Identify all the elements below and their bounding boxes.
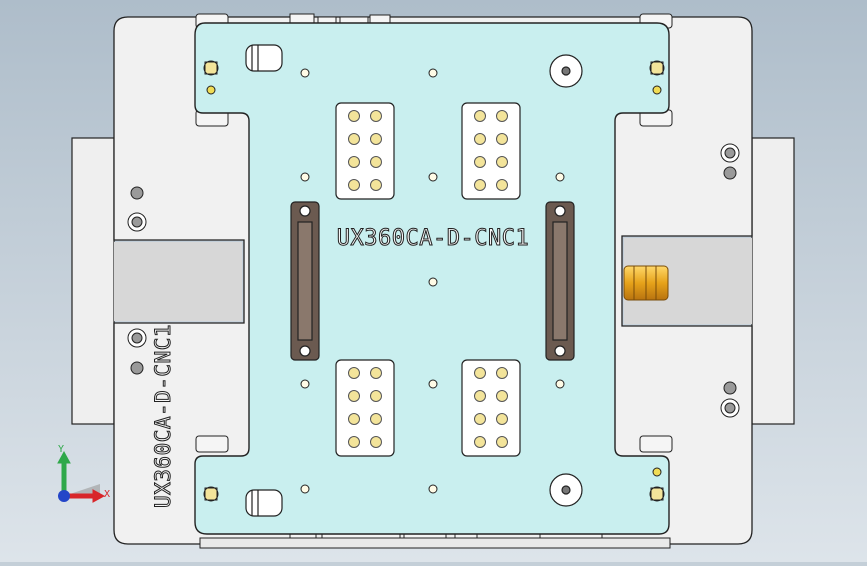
left-side-block xyxy=(71,137,115,425)
test-pin xyxy=(370,367,382,379)
plate-hole xyxy=(428,379,438,389)
test-pin xyxy=(496,390,508,402)
test-pin xyxy=(370,390,382,402)
test-pin xyxy=(348,367,360,379)
test-pin xyxy=(496,179,508,191)
test-pin xyxy=(348,133,360,145)
test-pin xyxy=(348,179,360,191)
part-number-label: UX360CA-D-CNC1 xyxy=(337,226,529,251)
right-clamp xyxy=(545,201,575,361)
pin-block xyxy=(461,102,521,200)
triad-x-label: X xyxy=(104,489,110,500)
test-pin xyxy=(474,390,486,402)
test-pin xyxy=(496,133,508,145)
plate-hole xyxy=(428,484,438,494)
coordinate-triad-icon: Y X xyxy=(57,444,110,503)
test-pin xyxy=(474,110,486,122)
test-pin xyxy=(370,156,382,168)
pin-blocks xyxy=(335,102,521,457)
plate-hole xyxy=(428,277,438,287)
gold-connector xyxy=(623,265,669,301)
test-pin xyxy=(474,367,486,379)
pin-block xyxy=(461,359,521,457)
test-pin xyxy=(348,413,360,425)
test-pin xyxy=(348,110,360,122)
test-pin xyxy=(474,133,486,145)
triad-y-label: Y xyxy=(58,444,64,455)
test-pin xyxy=(474,436,486,448)
test-pin xyxy=(370,413,382,425)
side-part-number-label: UX360CA-D-CNC1 xyxy=(151,324,175,508)
test-pin xyxy=(496,110,508,122)
plate-small-holes xyxy=(300,68,565,494)
plate-hole xyxy=(300,484,310,494)
test-pin xyxy=(474,179,486,191)
locating-bosses xyxy=(549,54,583,507)
right-side-block xyxy=(751,137,795,425)
plate-hole xyxy=(300,379,310,389)
plate-hole xyxy=(300,172,310,182)
corner-screws xyxy=(203,60,665,502)
test-pin xyxy=(474,413,486,425)
test-pin xyxy=(370,133,382,145)
test-pin xyxy=(370,179,382,191)
test-pin xyxy=(370,110,382,122)
plate-hole xyxy=(555,379,565,389)
test-pin xyxy=(370,436,382,448)
plate-hole xyxy=(300,68,310,78)
test-pin xyxy=(496,156,508,168)
test-pin xyxy=(348,436,360,448)
plate-hole xyxy=(428,68,438,78)
pin-block xyxy=(335,102,395,200)
plate-hole xyxy=(555,172,565,182)
test-pin xyxy=(496,367,508,379)
test-pin xyxy=(496,436,508,448)
test-pin xyxy=(474,156,486,168)
plate-hole xyxy=(428,172,438,182)
test-pin xyxy=(348,390,360,402)
left-slot-shade xyxy=(114,242,242,321)
base-plate-holes xyxy=(127,143,740,418)
slot-keys xyxy=(245,44,283,517)
test-pin xyxy=(348,156,360,168)
test-pin xyxy=(496,413,508,425)
pin-block xyxy=(335,359,395,457)
left-clamp xyxy=(290,201,320,361)
